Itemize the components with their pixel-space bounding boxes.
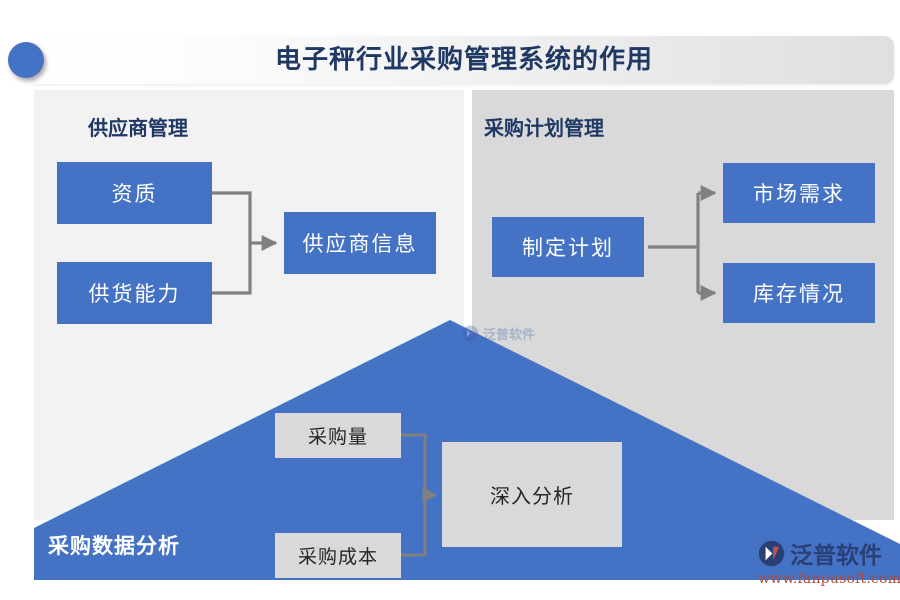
fanpu-logo-icon <box>462 325 479 342</box>
box-qualification[interactable]: 资质 <box>57 162 212 224</box>
box-market-demand[interactable]: 市场需求 <box>723 163 875 223</box>
watermark-center: 泛普软件 <box>462 324 535 343</box>
watermark-center-text: 泛普软件 <box>483 327 536 342</box>
heading-supplier-management: 供应商管理 <box>88 116 188 140</box>
box-purchase-cost[interactable]: 采购成本 <box>275 533 401 578</box>
box-supplier-info[interactable]: 供应商信息 <box>284 212 436 274</box>
box-deep-analysis[interactable]: 深入分析 <box>442 442 622 547</box>
box-inventory-status[interactable]: 库存情况 <box>723 263 875 323</box>
watermark-corner: 泛普软件 www.fanpusoft.com <box>758 536 900 587</box>
watermark-corner-text: 泛普软件 <box>790 543 882 569</box>
box-supply-ability[interactable]: 供货能力 <box>57 262 212 324</box>
title-bar <box>34 36 894 84</box>
heading-purchase-data-analysis: 采购数据分析 <box>48 533 180 558</box>
page-title: 电子秤行业采购管理系统的作用 <box>274 45 653 75</box>
fanpu-logo-icon <box>758 540 785 566</box>
watermark-corner-url: www.fanpusoft.com <box>758 571 900 587</box>
heading-purchase-plan-management: 采购计划管理 <box>484 116 604 140</box>
title-bullet-icon <box>8 42 44 78</box>
box-make-plan[interactable]: 制定计划 <box>492 217 644 277</box>
box-purchase-volume[interactable]: 采购量 <box>275 413 401 458</box>
